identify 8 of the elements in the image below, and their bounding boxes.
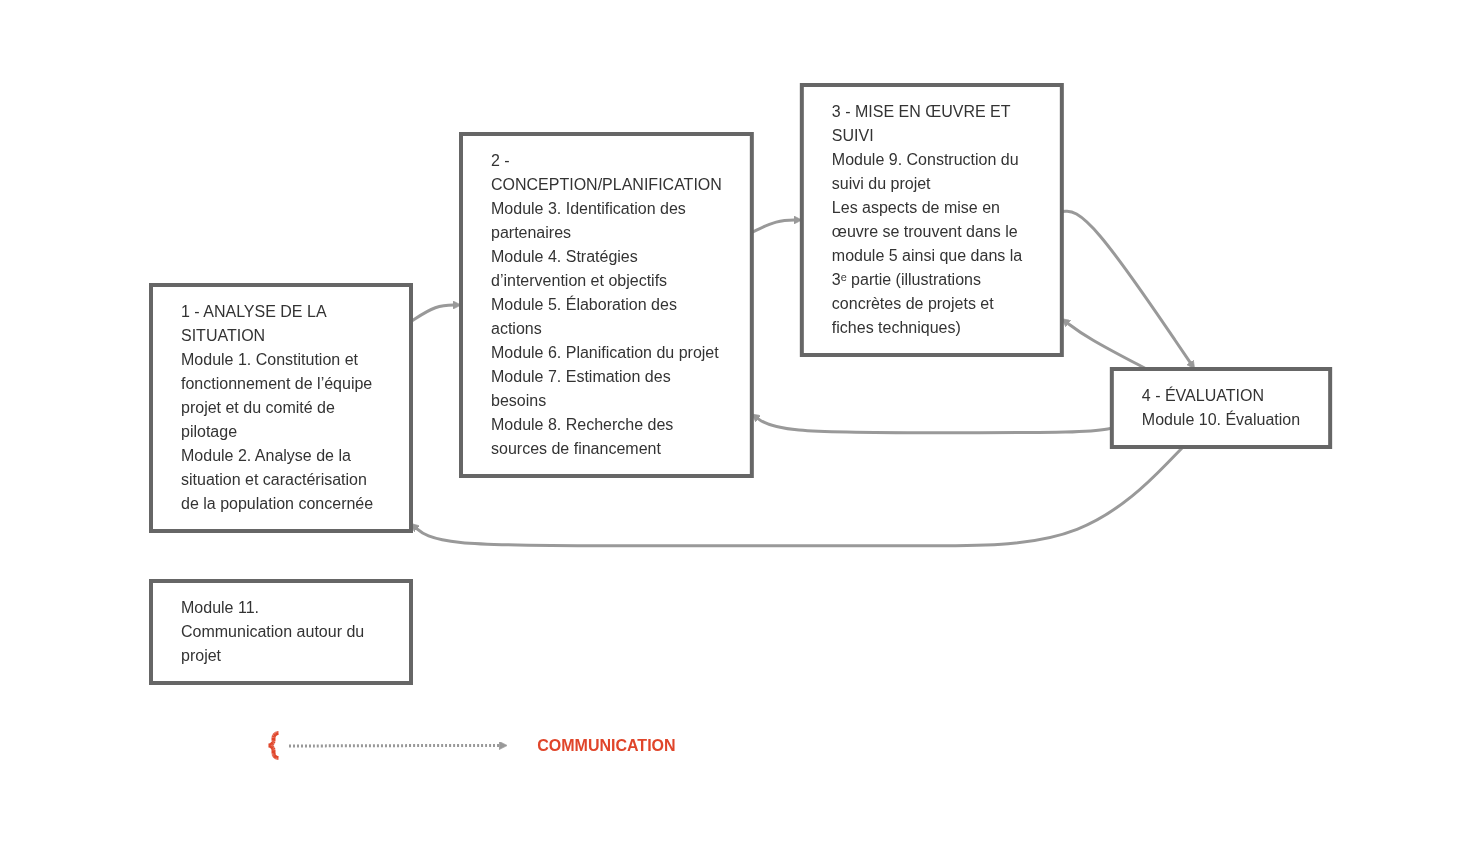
node-brace: [266, 730, 281, 760]
node-box: 2 - CONCEPTION/PLANIFICATION Module 3. Identification des partenaires Module 4. Stratégies d’intervention et objectifs Module 5. Élaboration des actions Module 6. Planification du projet Module 7. Estimation des besoins Module 8. Recherche des sources de financement: [458, 131, 754, 478]
node-box: 3 - MISE EN ŒUVRE ET SUIVI Module 9. Construction du suivi du projet Les aspects de mise en œuvre se trouvent dans le module 5 ainsi que dans la 3ᵉ partie (illustrations concrètes de projets et fiches techniques): [799, 82, 1064, 357]
node-box: 4 - ÉVALUATION Module 10. Évaluation: [1109, 366, 1333, 449]
arrow: [288, 740, 508, 750]
node-box: 1 - ANALYSE DE LA SITUATION Module 1. Constitution et fonctionnement de l’équipe projet et du comité de pilotage Module 2. Analyse de la situation et caractérisation de la population concernée: [148, 282, 413, 533]
node-text: COMMUNICATION: [537, 736, 676, 754]
node-box: Module 11. Communication autour du projet: [148, 578, 413, 685]
